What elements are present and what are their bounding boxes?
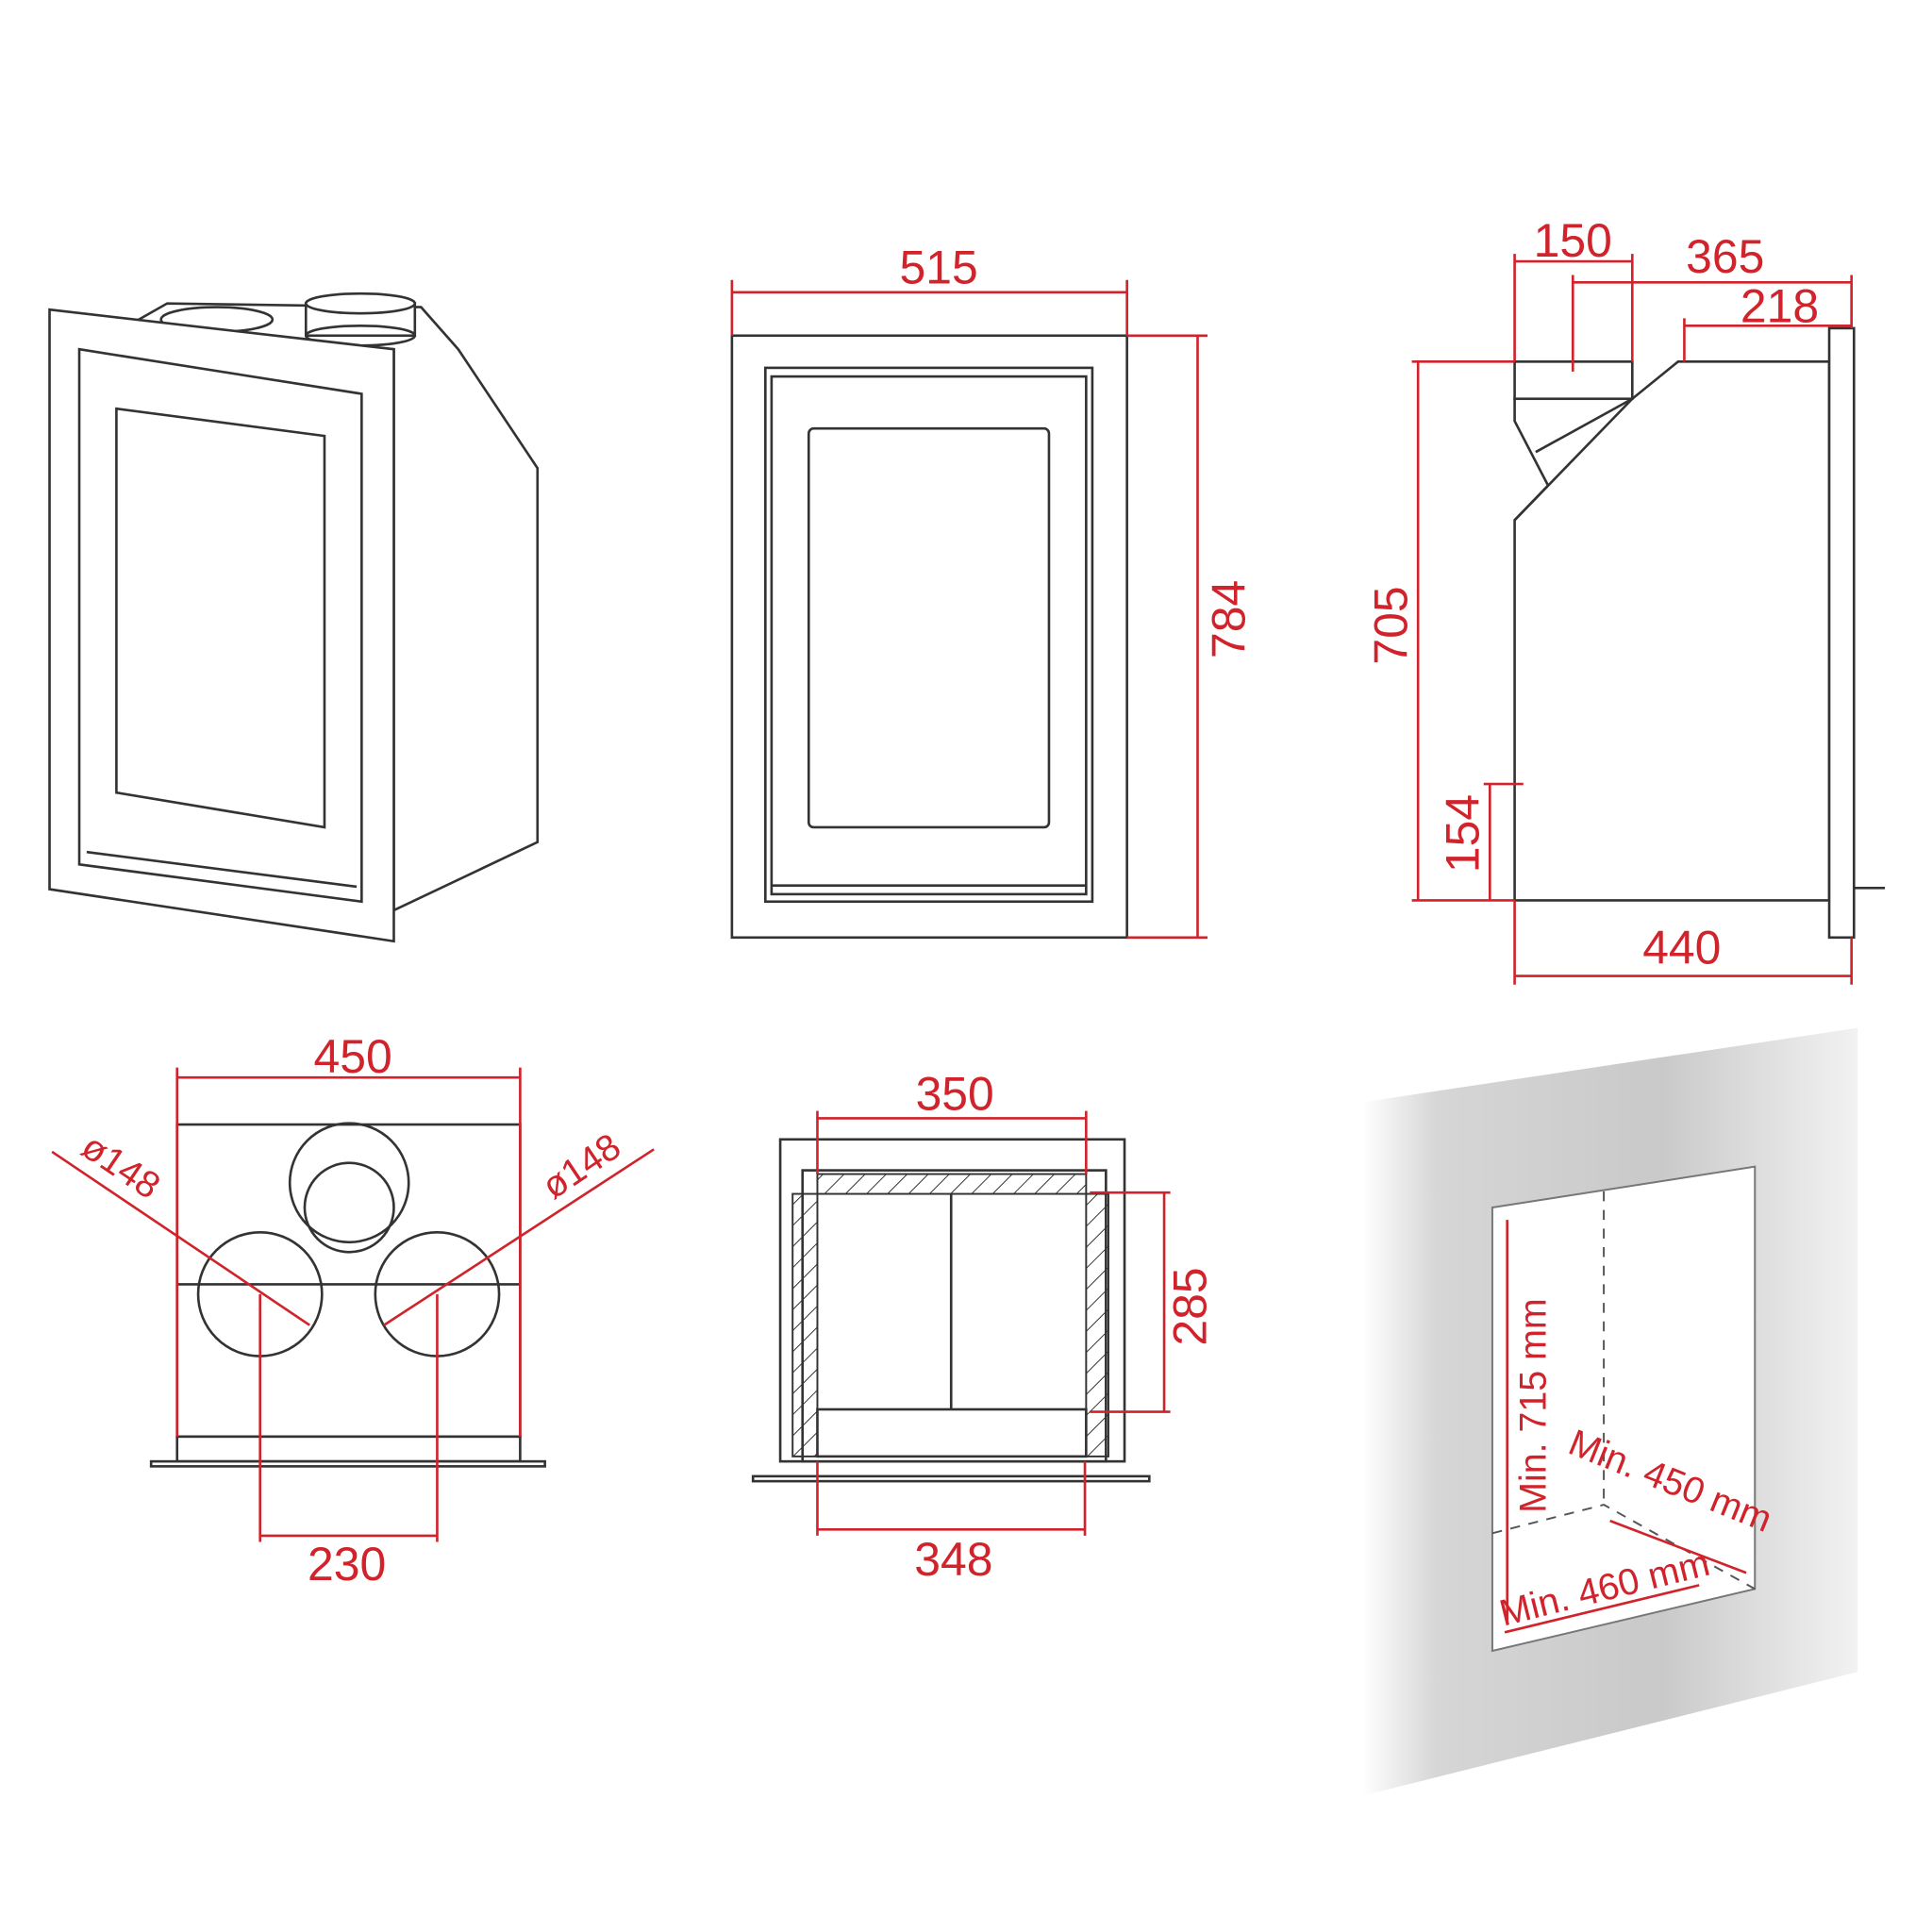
height-dimension: 705 [1364,586,1417,664]
flue-outlet [288,1122,410,1244]
door-glass [115,407,326,829]
width-dimension: 450 [314,1030,392,1083]
flue-offset-dimension: 150 [1534,214,1612,267]
top-width-dimension: 350 [916,1067,994,1120]
depth-dimension: 440 [1642,921,1721,974]
door-glass [807,426,1051,829]
flue-collar [304,291,417,347]
insert-side-body [1513,360,1831,902]
lower-height-dimension: 154 [1437,794,1490,873]
min-height-label: Min. 715 mm [1512,1298,1554,1513]
width-dimension: 515 [900,242,978,294]
top-depth-dimension: 218 [1740,279,1819,332]
flue-depth-dimension: 365 [1686,230,1764,283]
door-frame [77,347,363,904]
top-view: 450 ø148 ø148 230 [51,1030,655,1591]
duct-diameter-left: ø148 [75,1125,168,1208]
side-view: 150 365 218 705 154 440 [1364,214,1886,985]
duct-diameter-right: ø148 [535,1125,628,1208]
wall-niche-view: Min. 715 mm Min. 450 mm Min. 460 mm [1362,1027,1858,1796]
front-frame [1827,326,1856,940]
height-dimension: 285 [1164,1267,1217,1345]
height-dimension: 784 [1202,580,1255,658]
door-frame [764,366,1094,904]
perspective-view [48,291,540,943]
front-view: 515 784 [730,242,1255,940]
firebox-view: 350 285 348 [751,1067,1217,1586]
bottom-width-dimension: 348 [914,1533,992,1586]
duct-spacing-dimension: 230 [308,1538,386,1591]
